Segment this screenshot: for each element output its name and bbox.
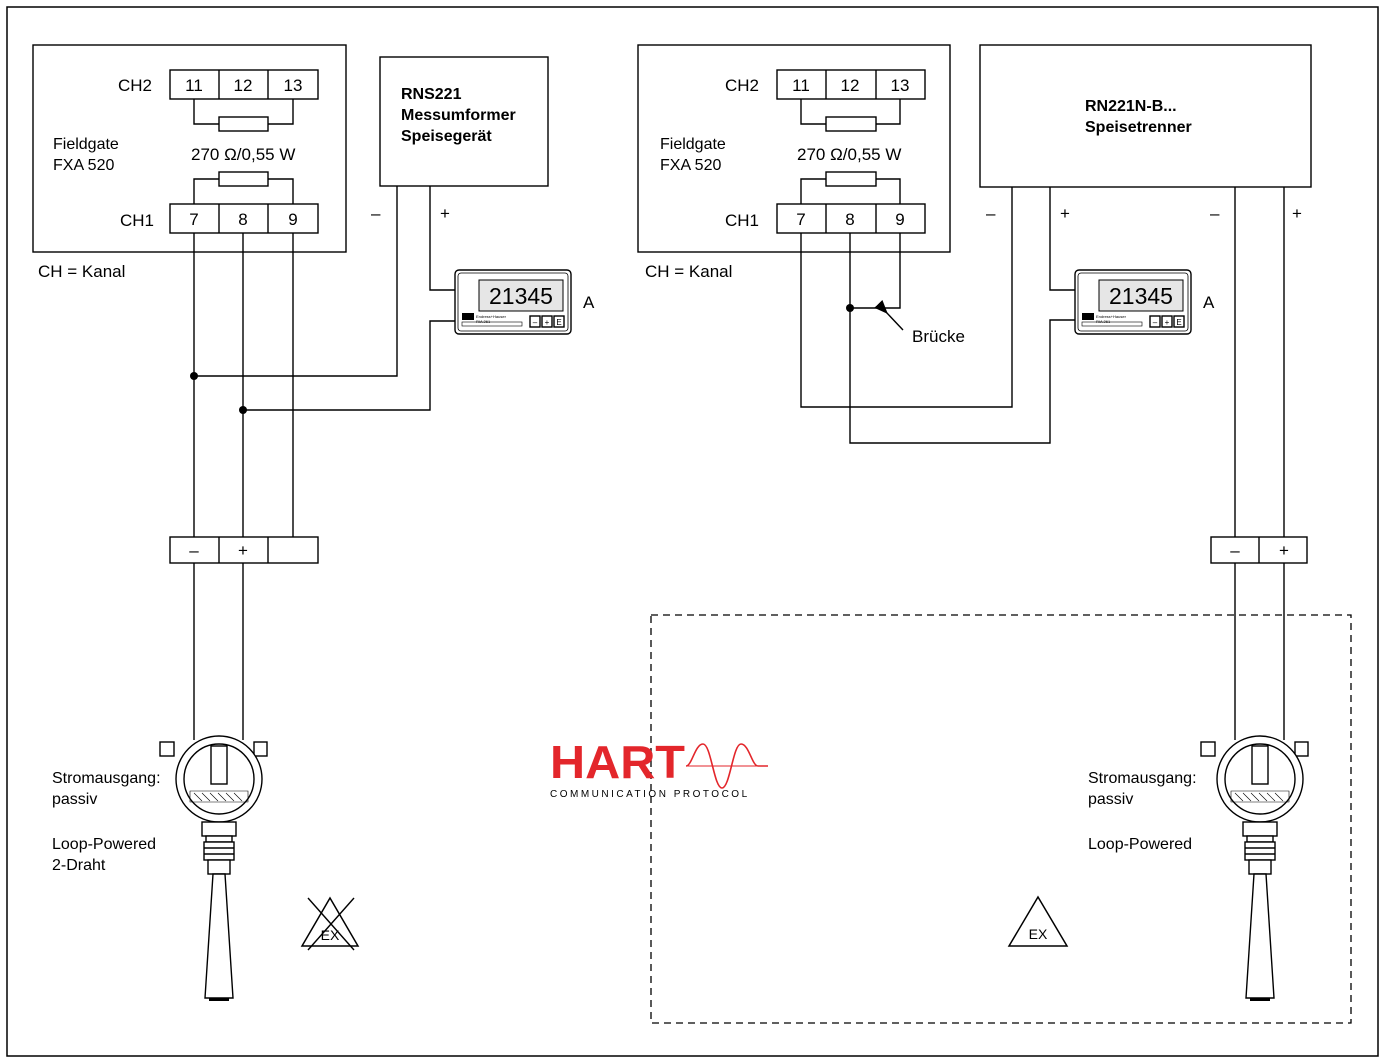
hart-logo: HART COMMUNICATION PROTOCOL — [550, 736, 768, 800]
right-display: 21345 Endress+Hauser RIA 261 – + E — [1074, 269, 1192, 335]
left-tx-l4: 2-Draht — [52, 857, 106, 874]
right-tx-l3: Loop-Powered — [1088, 836, 1192, 853]
rn221n-supply-box — [979, 44, 1312, 188]
left-term-11: 11 — [185, 76, 203, 95]
svg-text:–: – — [1153, 318, 1158, 327]
right-ch1-label: CH1 — [725, 211, 759, 230]
left-term-12: 12 — [234, 76, 253, 95]
svg-text:EX: EX — [1029, 926, 1048, 942]
right-display-unit: A — [1203, 293, 1215, 312]
left-ch1-resistor — [218, 171, 269, 187]
right-schematic: CH2 CH1 Fieldgate FXA 520 270 Ω/0,55 W 1… — [637, 44, 1352, 1024]
bridge-label: Brücke — [912, 327, 965, 346]
right-transmitter — [1200, 735, 1309, 1001]
rns221-plus: + — [440, 204, 450, 223]
svg-text:+: + — [1279, 541, 1289, 560]
svg-text:E: E — [556, 318, 561, 327]
svg-text:+: + — [545, 318, 550, 327]
left-display-unit: A — [583, 293, 595, 312]
right-ch2-label: CH2 — [725, 76, 759, 95]
hart-logo-text: HART — [550, 736, 685, 788]
left-kanal-legend: CH = Kanal — [38, 262, 125, 281]
svg-text:+: + — [1292, 204, 1302, 223]
svg-text:–: – — [986, 204, 996, 223]
left-resistor-label: 270 Ω/0,55 W — [191, 145, 295, 164]
left-ch2-terminal-block — [169, 69, 319, 100]
rns221-minus: – — [371, 204, 381, 223]
rns221-line2: Messumformer — [401, 107, 516, 124]
svg-text:E: E — [1176, 318, 1181, 327]
rn221n-line2: Speisetrenner — [1085, 119, 1192, 136]
rn221n-line1: RN221N-B... — [1085, 98, 1177, 115]
svg-text:–: – — [189, 541, 199, 560]
left-tx-l1: Stromausgang: — [52, 770, 161, 787]
svg-text:+: + — [1165, 318, 1170, 327]
rns221-line3: Speisegerät — [401, 128, 492, 145]
right-ch2-resistor — [825, 116, 877, 132]
right-fieldgate-name1: Fieldgate — [660, 136, 726, 153]
right-ch1-terminal-block — [776, 203, 926, 234]
svg-text:+: + — [1060, 204, 1070, 223]
left-ch1-label: CH1 — [120, 211, 154, 230]
svg-text:+: + — [238, 541, 248, 560]
svg-text:–: – — [1230, 541, 1240, 560]
left-fieldgate-name2: FXA 520 — [53, 157, 114, 174]
svg-text:8: 8 — [845, 210, 854, 229]
left-schematic: CH2 CH1 Fieldgate FXA 520 270 Ω/0,55 W 1… — [32, 44, 595, 1001]
left-tx-l3: Loop-Powered — [52, 836, 156, 853]
left-term-9: 9 — [288, 210, 297, 229]
left-transmitter — [159, 735, 268, 1001]
right-ch2-terminal-block — [776, 69, 926, 100]
outer-frame — [6, 6, 1379, 1057]
left-term-7: 7 — [189, 210, 198, 229]
non-ex-icon: EX — [300, 896, 360, 951]
right-ch1-resistor — [825, 171, 877, 187]
ex-icon: EX — [1007, 895, 1069, 947]
left-field-terminal — [169, 536, 319, 564]
left-fieldgate-name1: Fieldgate — [53, 136, 119, 153]
hart-tagline: COMMUNICATION PROTOCOL — [550, 789, 750, 800]
rns221-line1: RNS221 — [401, 86, 462, 103]
right-tx-l2: passiv — [1088, 791, 1133, 808]
left-display-value: 21345 — [489, 283, 553, 309]
hazardous-area — [650, 614, 1352, 1024]
svg-text:13: 13 — [891, 76, 910, 95]
right-display-value: 21345 — [1109, 283, 1173, 309]
svg-text:9: 9 — [895, 210, 904, 229]
left-ch2-label: CH2 — [118, 76, 152, 95]
left-ch1-terminal-block — [169, 203, 319, 234]
right-kanal-legend: CH = Kanal — [645, 262, 732, 281]
svg-text:Endress+Hauser: Endress+Hauser — [476, 314, 507, 319]
svg-text:EX: EX — [321, 927, 340, 943]
left-display: 21345 Endress+Hauser RIA 261 – + E — [454, 269, 572, 335]
svg-text:RIA 261: RIA 261 — [1096, 319, 1111, 324]
svg-text:RIA 261: RIA 261 — [476, 319, 491, 324]
hart-wave — [685, 743, 768, 789]
svg-text:12: 12 — [841, 76, 860, 95]
right-resistor-label: 270 Ω/0,55 W — [797, 145, 901, 164]
svg-text:–: – — [533, 318, 538, 327]
left-term-13: 13 — [284, 76, 303, 95]
svg-text:–: – — [1210, 204, 1220, 223]
svg-text:11: 11 — [792, 76, 810, 95]
right-tx-l1: Stromausgang: — [1088, 770, 1197, 787]
svg-text:Endress+Hauser: Endress+Hauser — [1096, 314, 1127, 319]
rns221-supply-box — [379, 56, 549, 187]
left-tx-l2: passiv — [52, 791, 97, 808]
left-term-8: 8 — [238, 210, 247, 229]
right-fieldgate-name2: FXA 520 — [660, 157, 721, 174]
svg-text:7: 7 — [796, 210, 805, 229]
left-ch2-resistor — [218, 116, 269, 132]
